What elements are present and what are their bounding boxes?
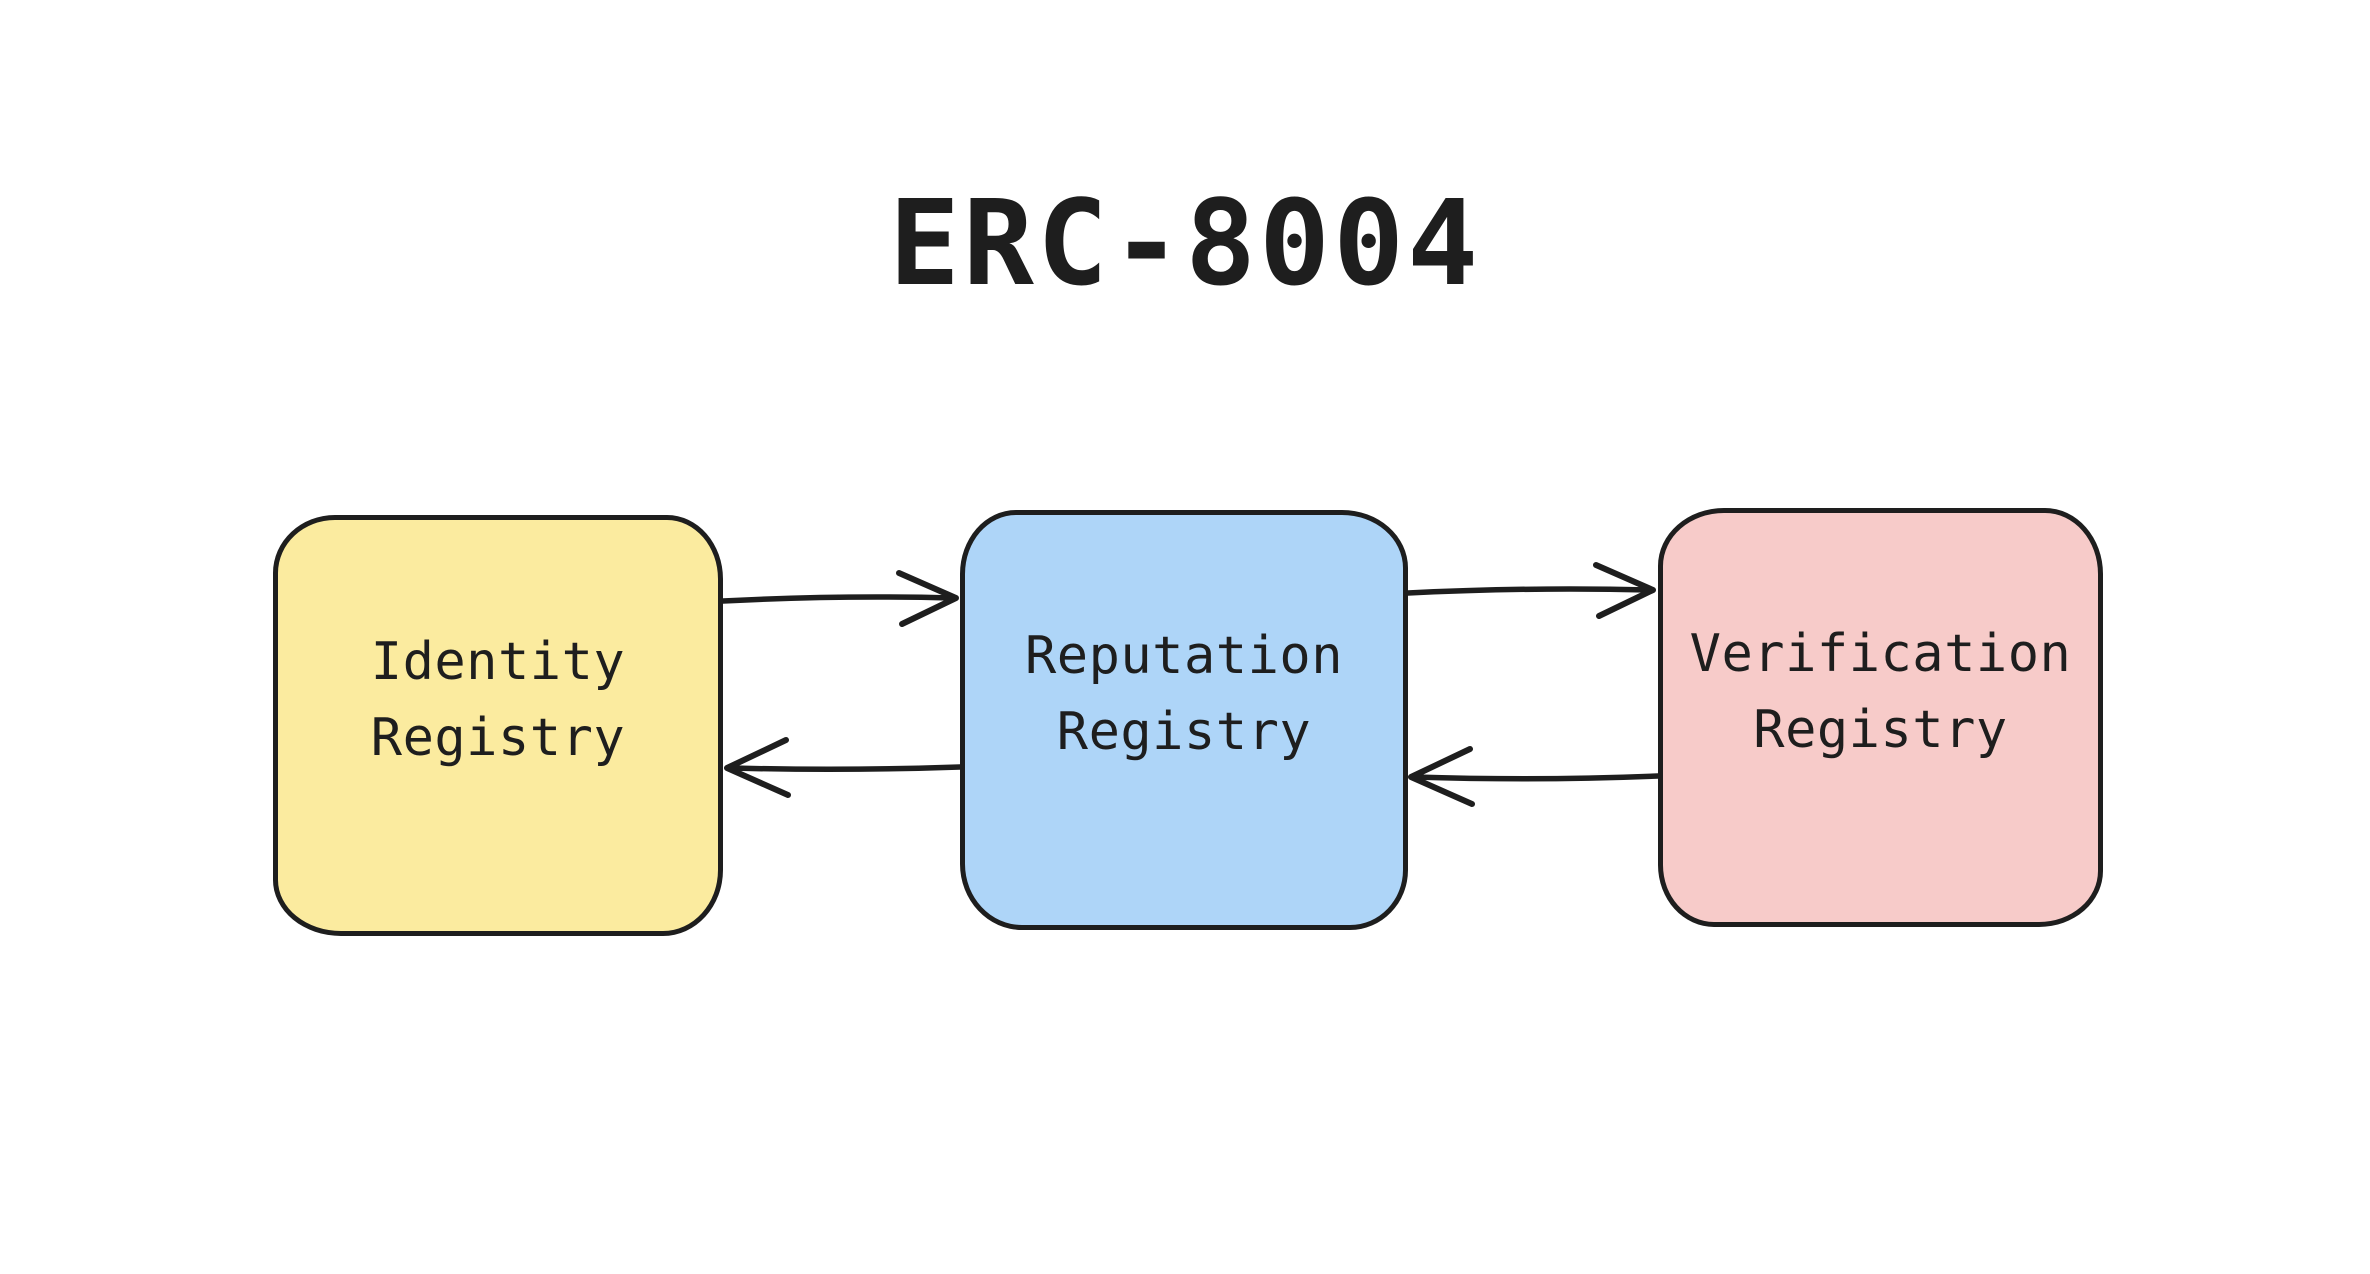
- arrow-reputation-to-verification: [1405, 562, 1656, 619]
- node-label-line: Registry: [1056, 702, 1312, 762]
- node-verification-registry: Verification Registry: [1658, 508, 2103, 927]
- arrow-verification-to-reputation: [1408, 746, 1661, 807]
- diagram-title: ERC-8004: [888, 174, 1482, 312]
- node-label-line: Registry: [1753, 699, 2008, 760]
- node-label-line: Verification: [1689, 623, 2072, 684]
- node-identity-registry: Identity Registry: [273, 515, 723, 936]
- node-label-line: Registry: [370, 707, 626, 768]
- node-reputation-registry: Reputation Registry: [960, 510, 1408, 930]
- node-label-line: Identity: [370, 631, 626, 692]
- node-label-line: Reputation: [1024, 626, 1344, 686]
- arrow-identity-to-reputation: [720, 570, 959, 627]
- arrow-reputation-to-identity: [724, 737, 963, 798]
